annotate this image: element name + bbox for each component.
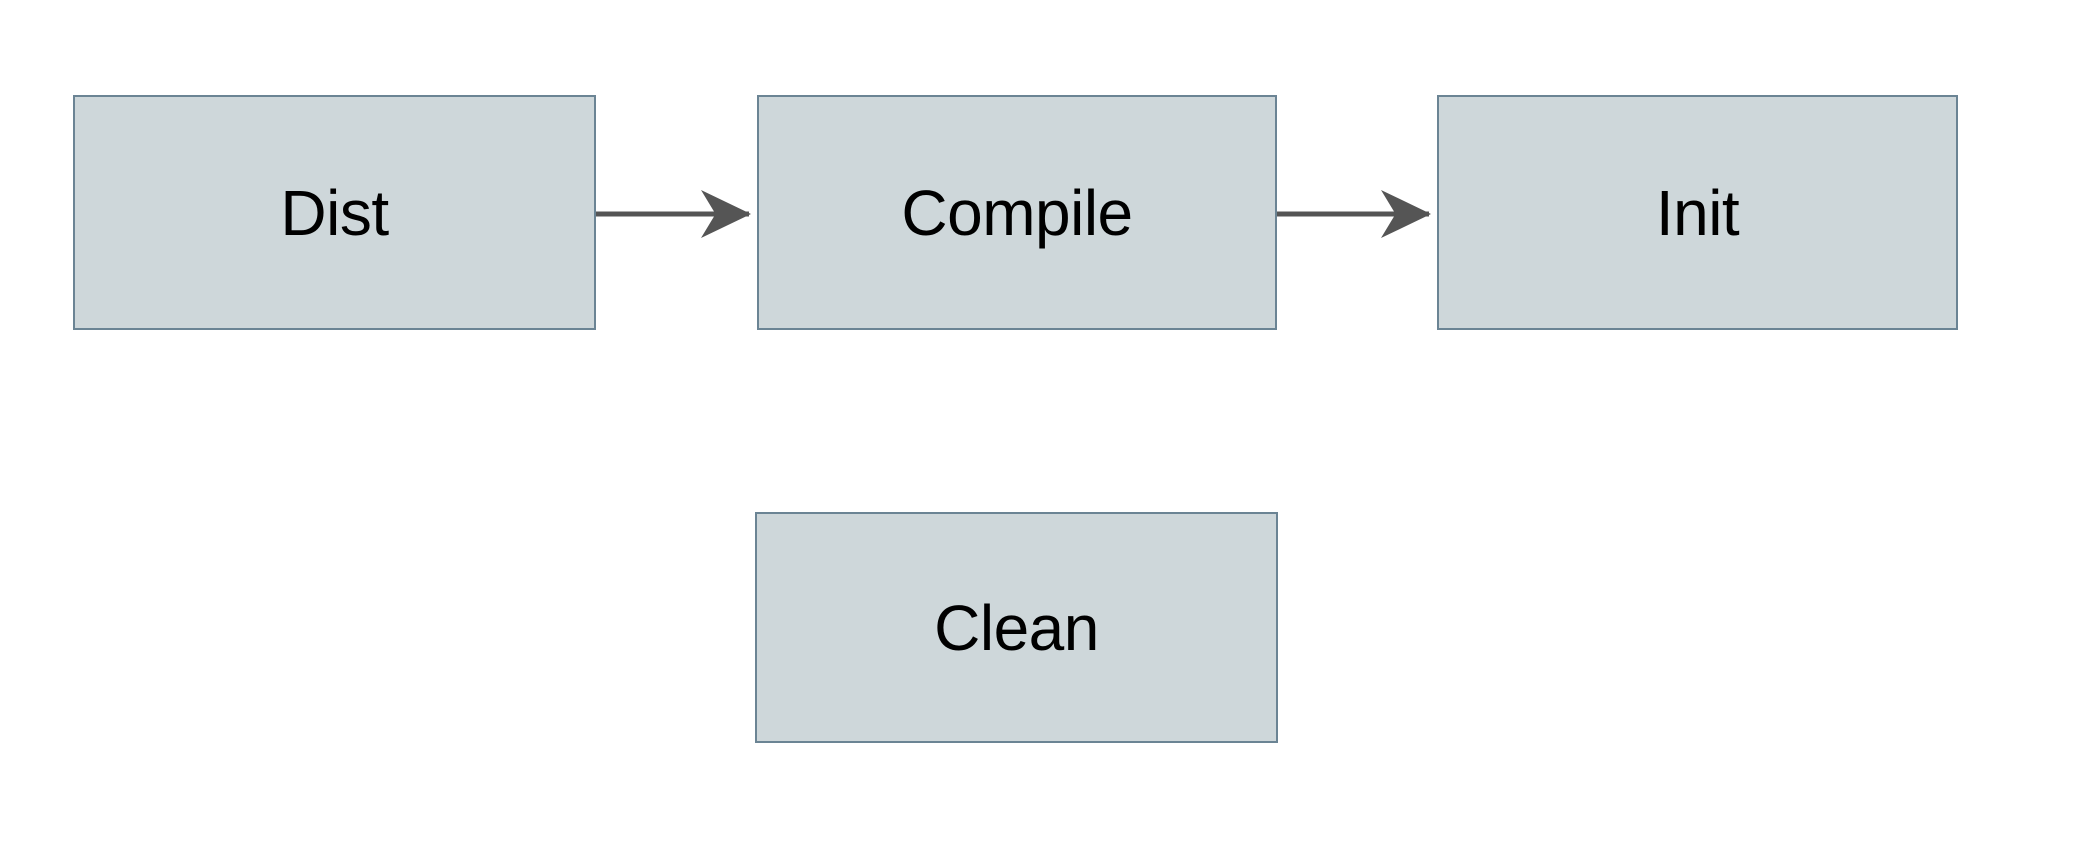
edge-compile-init-hitbox[interactable] xyxy=(1277,194,1437,234)
node-compile[interactable]: Compile xyxy=(757,95,1277,330)
node-dist-label: Dist xyxy=(280,176,389,249)
node-clean[interactable]: Clean xyxy=(755,512,1278,743)
node-compile-label: Compile xyxy=(901,176,1133,249)
node-clean-label: Clean xyxy=(934,591,1099,664)
node-init-label: Init xyxy=(1655,176,1740,249)
node-dist[interactable]: Dist xyxy=(73,95,596,330)
edge-dist-compile-hitbox[interactable] xyxy=(596,194,757,234)
node-init[interactable]: Init xyxy=(1437,95,1958,330)
